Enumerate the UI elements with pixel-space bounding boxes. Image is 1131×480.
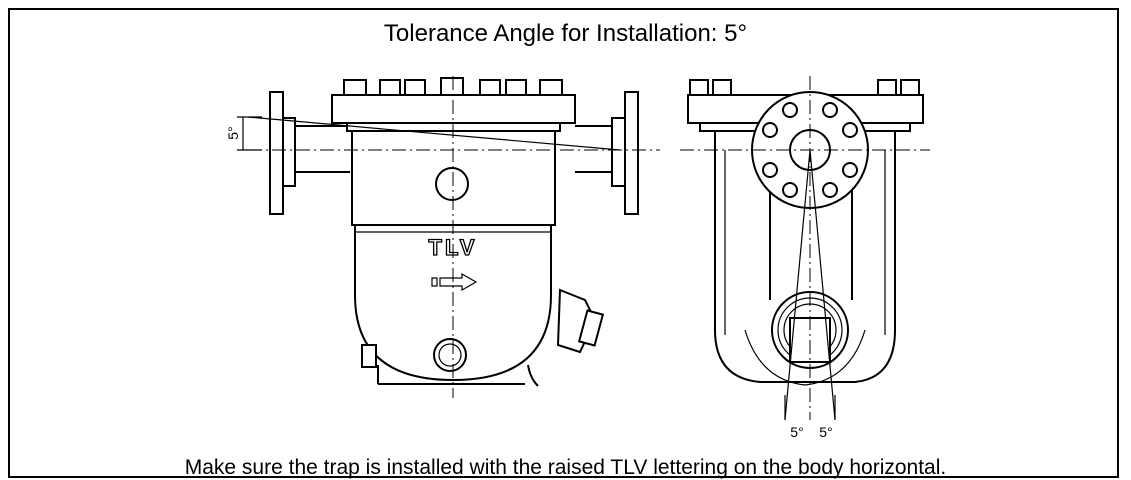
tilt-angle-left-label: 5° — [790, 424, 803, 440]
body-port — [435, 167, 469, 201]
outlet-flange — [624, 91, 639, 215]
tlv-lettering: TLV — [429, 235, 478, 260]
tilt-angle-right-label: 5° — [819, 424, 832, 440]
diagram-caption: Make sure the trap is installed with the… — [184, 456, 947, 479]
trap-front-view: 5° 5° — [680, 76, 930, 440]
trap-side-view: TLV 5° — [225, 76, 660, 398]
flow-arrow-icon — [431, 272, 478, 292]
diagram-title: Tolerance Angle for Installation: 5° — [383, 20, 748, 47]
inlet-flange — [269, 91, 284, 215]
diagram-frame — [8, 8, 1119, 478]
tilt-angle-label: 5° — [225, 126, 241, 139]
